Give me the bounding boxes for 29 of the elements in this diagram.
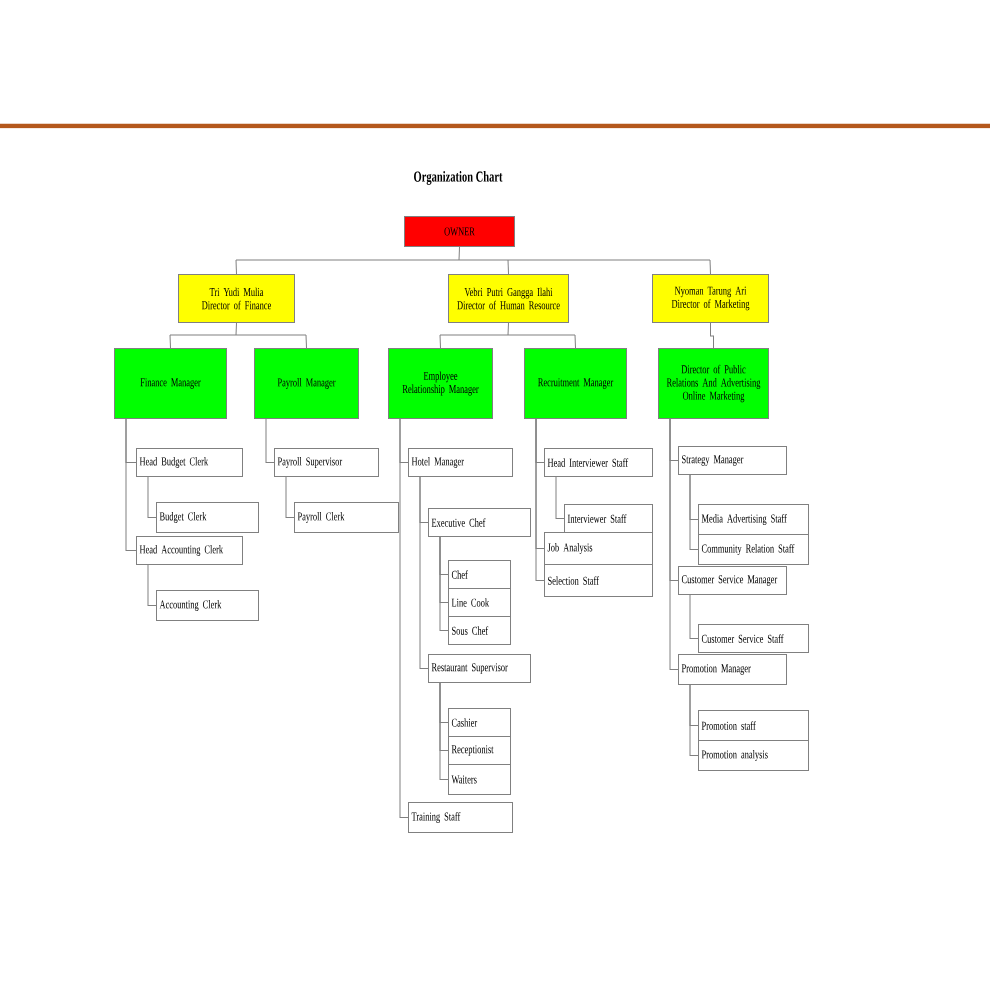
connector <box>147 564 157 606</box>
connector <box>439 536 449 631</box>
connector <box>689 474 699 550</box>
connector <box>669 418 679 670</box>
connector <box>439 334 441 349</box>
connector <box>458 246 460 261</box>
connector <box>689 594 699 639</box>
connector <box>235 259 237 275</box>
connector <box>235 259 711 261</box>
connector <box>285 476 295 518</box>
connector <box>399 418 409 818</box>
connector <box>419 476 429 669</box>
connector <box>535 418 545 581</box>
connector <box>507 259 509 275</box>
connector <box>169 334 171 349</box>
connector <box>709 259 711 275</box>
connector <box>265 418 275 463</box>
connector <box>555 476 565 519</box>
connector <box>710 322 714 349</box>
connector <box>507 322 509 336</box>
connector <box>439 682 449 780</box>
connector <box>439 334 576 336</box>
connector <box>689 684 699 756</box>
connector <box>147 476 157 518</box>
connector <box>235 322 237 336</box>
connector <box>574 334 576 349</box>
connector <box>305 334 307 349</box>
connector <box>125 418 137 551</box>
connector <box>169 334 307 336</box>
